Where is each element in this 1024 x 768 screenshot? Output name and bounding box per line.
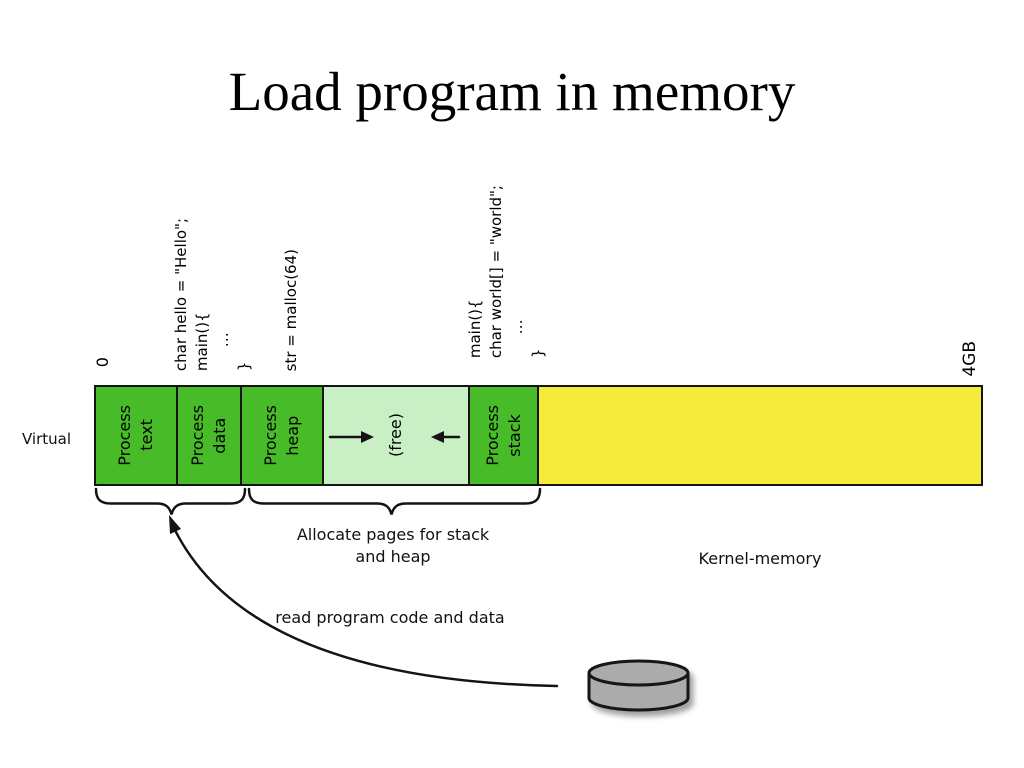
- slide-title: Load program in memory: [228, 61, 796, 122]
- code-annotation-malloc: str = malloc(64): [282, 248, 300, 371]
- memory-bar: Process text Process data Process heap (…: [94, 385, 983, 486]
- segment-process-data: Process data: [178, 387, 242, 484]
- code-annotation-program1: char hello = "Hello"; main(){ … }: [172, 217, 253, 371]
- segment-label-process-heap: Process heap: [261, 405, 302, 466]
- brace-text-data: [94, 487, 247, 515]
- code-annotation-program2: main(){ char world[] = "world"; … }: [466, 184, 547, 358]
- segment-label-process-stack: Process stack: [482, 405, 524, 466]
- segment-process-stack: Process stack: [470, 387, 539, 484]
- axis-label-4gb: 4GB: [960, 341, 980, 377]
- segment-kernel-memory: [539, 387, 981, 484]
- segment-process-text: Process text: [96, 387, 178, 484]
- segment-label-free: (free): [386, 413, 405, 458]
- virtual-row-label: Virtual: [22, 430, 72, 448]
- segment-label-process-data: Process data: [188, 405, 229, 466]
- segment-process-heap: Process heap: [242, 387, 324, 484]
- segment-free: (free): [324, 387, 470, 484]
- caption-read-program: read program code and data: [275, 608, 505, 627]
- caption-allocate-pages: Allocate pages for stack and heap: [296, 525, 490, 566]
- caption-kernel-memory: Kernel-memory: [698, 549, 822, 568]
- brace-heap-free-stack: [247, 487, 542, 515]
- axis-label-zero: 0: [93, 356, 112, 367]
- disk-cylinder-icon: [587, 659, 690, 712]
- segment-label-process-text: Process text: [115, 405, 156, 466]
